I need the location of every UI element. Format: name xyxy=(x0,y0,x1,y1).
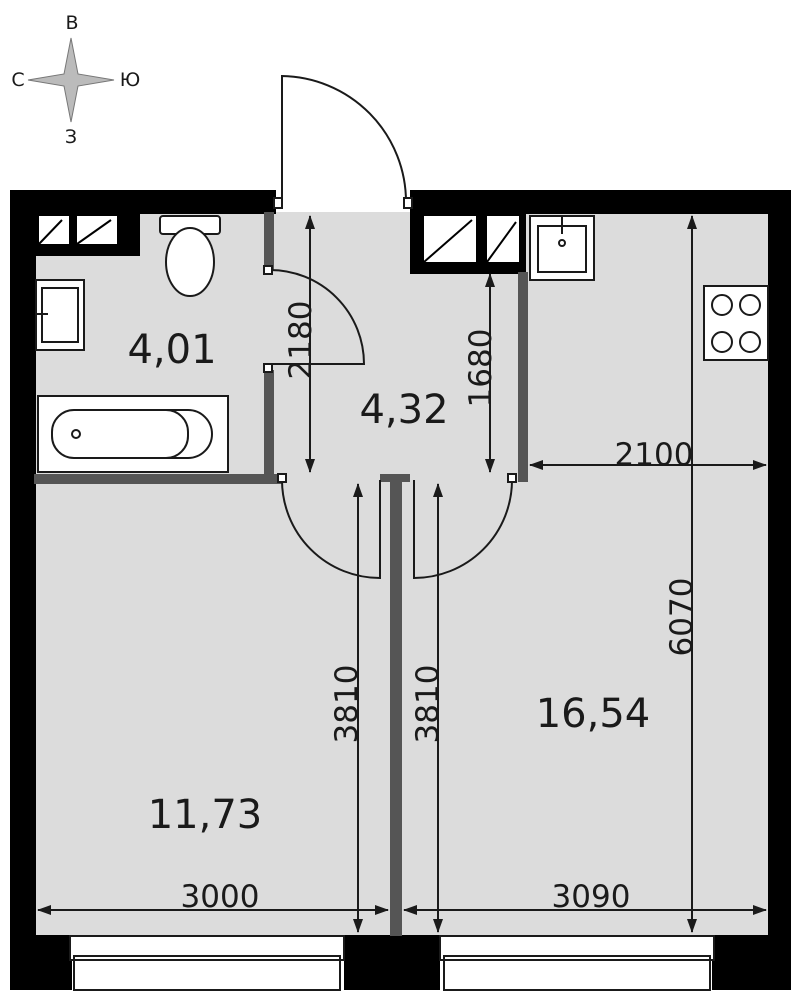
entrance-door xyxy=(281,74,407,206)
partition-divider-cap xyxy=(380,474,410,482)
room-area-kitchen-living: 16,54 xyxy=(536,691,651,737)
partition-rooms-divider xyxy=(390,474,402,936)
room-area-bedroom: 11,73 xyxy=(148,792,263,838)
room-area-hall: 4,32 xyxy=(359,387,448,433)
windows xyxy=(69,935,715,991)
ventilation-shafts xyxy=(34,212,526,274)
dimension-lines xyxy=(37,215,767,933)
partitions xyxy=(34,212,528,936)
wall-left xyxy=(10,190,36,990)
compass-east: Ю xyxy=(120,69,141,91)
wall-bottom-middle xyxy=(344,935,440,990)
dimension-hall-depth: 2180 xyxy=(283,301,319,380)
partition-bath-right-upper xyxy=(264,212,274,270)
compass-north: В xyxy=(65,12,78,34)
dimension-bedroom-width: 3000 xyxy=(181,879,260,915)
room-area-bathroom: 4,01 xyxy=(127,327,216,373)
bathtub xyxy=(37,395,229,473)
compass-star-icon xyxy=(27,37,115,123)
exterior-walls xyxy=(10,190,791,990)
dimension-living-depth: 3810 xyxy=(410,665,446,744)
dimension-bedroom-depth: 3810 xyxy=(329,665,365,744)
wall-bottom-left xyxy=(10,935,72,990)
compass-west: С xyxy=(11,69,24,91)
wall-bottom-right xyxy=(712,935,791,990)
compass: В З С Ю xyxy=(11,12,140,148)
toilet-bowl xyxy=(165,227,215,297)
bathroom-fixtures xyxy=(35,215,229,473)
compass-south: З xyxy=(65,126,77,148)
partition-bath-right-lower xyxy=(264,370,274,474)
kitchen-fixtures xyxy=(529,215,769,361)
wall-right xyxy=(768,190,791,990)
partition-kitchen-left xyxy=(518,272,528,482)
bathroom-door xyxy=(269,269,366,365)
wall-top-right xyxy=(410,190,791,214)
dimension-kitchen-depth: 6070 xyxy=(664,578,700,657)
dimension-living-width: 3090 xyxy=(552,879,631,915)
wall-top-left xyxy=(10,190,276,214)
doors xyxy=(263,74,517,580)
partition-bath-bottom xyxy=(34,474,282,484)
dimension-kitchen-width: 2100 xyxy=(615,437,694,473)
bedroom-door xyxy=(281,479,381,580)
living-door xyxy=(413,479,513,580)
dimension-hall-inner-depth: 1680 xyxy=(463,329,499,408)
